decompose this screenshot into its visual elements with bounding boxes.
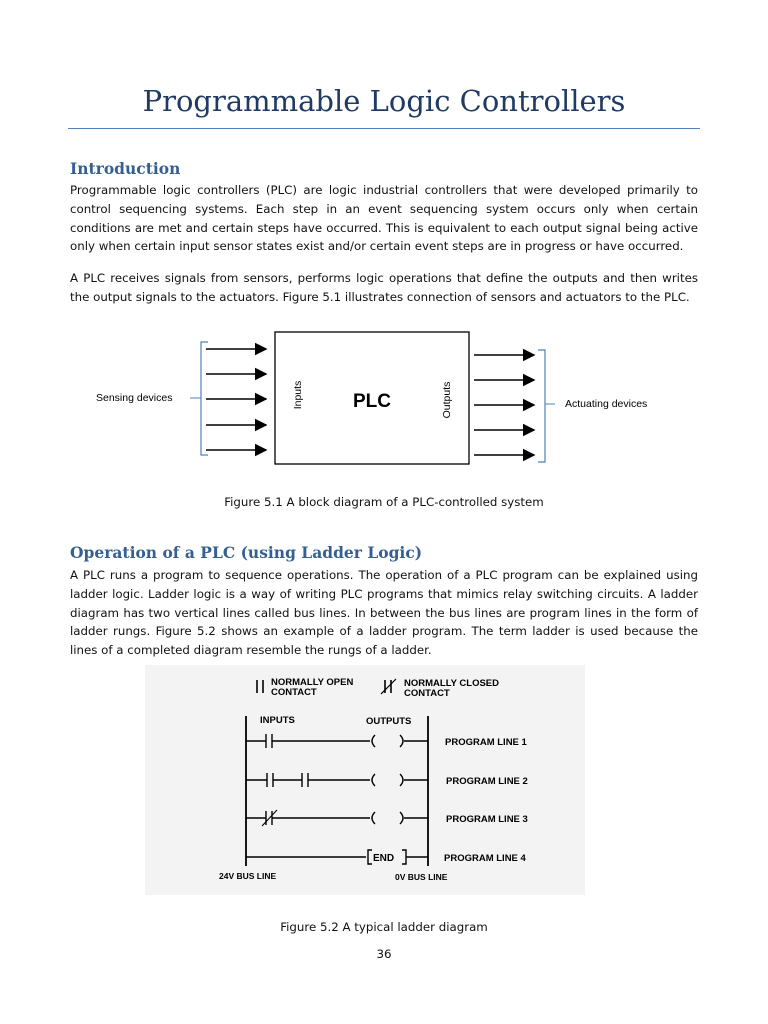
input-arrows bbox=[206, 342, 268, 457]
introduction-heading: Introduction bbox=[70, 159, 181, 178]
normally-closed-contact-symbol bbox=[380, 678, 397, 695]
figure-1-caption: Figure 5.1 A block diagram of a PLC-cont… bbox=[224, 495, 544, 509]
output-arrows bbox=[474, 348, 536, 462]
right-bus-label: 0V BUS LINE bbox=[395, 872, 448, 882]
page-title: Programmable Logic Controllers bbox=[142, 84, 626, 118]
program-line-1: PROGRAM LINE 1 bbox=[445, 737, 528, 748]
figure-2-caption: Figure 5.2 A typical ladder diagram bbox=[280, 920, 488, 934]
outputs-label: Outputs bbox=[441, 382, 453, 419]
intro-paragraph-2: A PLC receives signals from sensors, per… bbox=[70, 271, 698, 304]
end-label: END bbox=[373, 853, 394, 864]
legend-nc-line1: NORMALLY CLOSED bbox=[404, 678, 499, 689]
page-number: 36 bbox=[376, 947, 392, 961]
program-line-2: PROGRAM LINE 2 bbox=[446, 776, 528, 787]
rung-4 bbox=[246, 849, 428, 865]
program-line-3: PROGRAM LINE 3 bbox=[446, 814, 528, 825]
rung-3 bbox=[246, 809, 428, 827]
title-rule bbox=[68, 128, 700, 129]
normally-open-contact-symbol bbox=[256, 680, 264, 693]
legend-no-line2: CONTACT bbox=[271, 687, 317, 698]
rung-1 bbox=[246, 734, 428, 748]
operation-heading: Operation of a PLC (using Ladder Logic) bbox=[70, 543, 423, 562]
ladder-diagram: NORMALLY OPEN CONTACT NORMALLY CLOSED CO… bbox=[145, 665, 585, 895]
intro-paragraph-1: Programmable logic controllers (PLC) are… bbox=[70, 183, 698, 254]
outputs-heading: OUTPUTS bbox=[366, 716, 411, 727]
actuating-devices-label: Actuating devices bbox=[565, 398, 647, 410]
operation-paragraph: A PLC runs a program to sequence operati… bbox=[70, 568, 698, 658]
plc-label: PLC bbox=[353, 391, 391, 412]
inputs-heading: INPUTS bbox=[260, 715, 295, 726]
rung-2 bbox=[246, 773, 428, 787]
legend-nc-line2: CONTACT bbox=[404, 688, 450, 699]
actuating-bracket bbox=[538, 349, 546, 463]
sensing-devices-label: Sensing devices bbox=[96, 392, 172, 404]
left-bus-label: 24V BUS LINE bbox=[219, 871, 276, 881]
plc-block-diagram: PLC Inputs Outputs Sensing devices Actua… bbox=[96, 331, 647, 465]
plc-box bbox=[274, 331, 470, 465]
inputs-label: Inputs bbox=[292, 381, 304, 410]
program-line-4: PROGRAM LINE 4 bbox=[444, 853, 527, 864]
legend-no-line1: NORMALLY OPEN bbox=[271, 677, 353, 688]
